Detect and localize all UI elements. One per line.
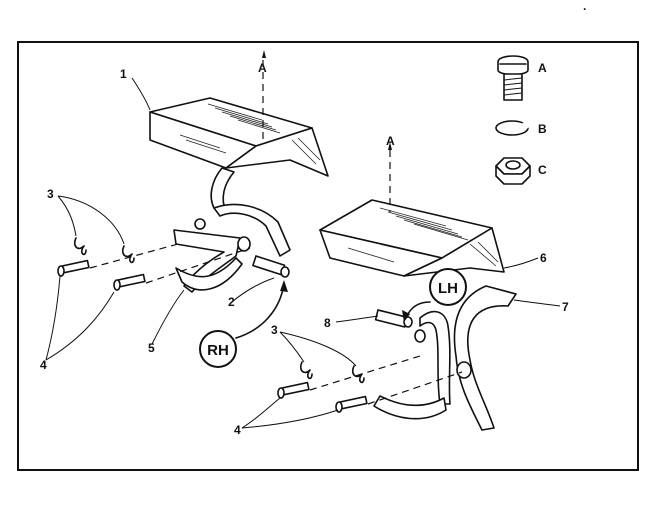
rh-hairpin-clips [73,237,135,264]
diagram-frame [17,41,639,471]
hardware-screw [497,55,529,101]
corner-mark: . [583,0,586,13]
callout-1: 1 [120,67,127,81]
callout-7: 7 [562,300,569,314]
hardware-label-b: B [538,122,547,136]
callout-a-right: A [386,134,395,148]
callout-5: 5 [148,341,155,355]
rh-tine-shield [149,97,329,177]
callout-a-left: A [258,61,267,75]
callout-6: 6 [540,251,547,265]
callout-3-right: 3 [271,323,278,337]
lh-clevis-pins [277,381,368,413]
hardware-nut [495,157,531,185]
lh-tine-shield [319,199,505,277]
hardware-lockwasher [495,120,530,136]
callout-4-left: 4 [40,358,47,372]
lh-tine-arm [373,285,517,431]
callout-3-left: 3 [47,187,54,201]
hardware-label-c: C [538,163,547,177]
rh-clevis-pins [57,259,146,291]
callout-2: 2 [228,295,235,309]
lh-label: LH [438,280,458,297]
callout-8: 8 [324,316,331,330]
rh-spacer-pin [252,255,290,278]
lh-side-badge: LH [429,268,467,306]
callout-4-right: 4 [234,423,241,437]
lh-spacer-pin [374,309,413,328]
rh-label: RH [207,342,229,359]
hardware-label-a: A [538,61,547,75]
rh-side-badge: RH [199,330,237,368]
rh-tine-arm [173,167,291,293]
